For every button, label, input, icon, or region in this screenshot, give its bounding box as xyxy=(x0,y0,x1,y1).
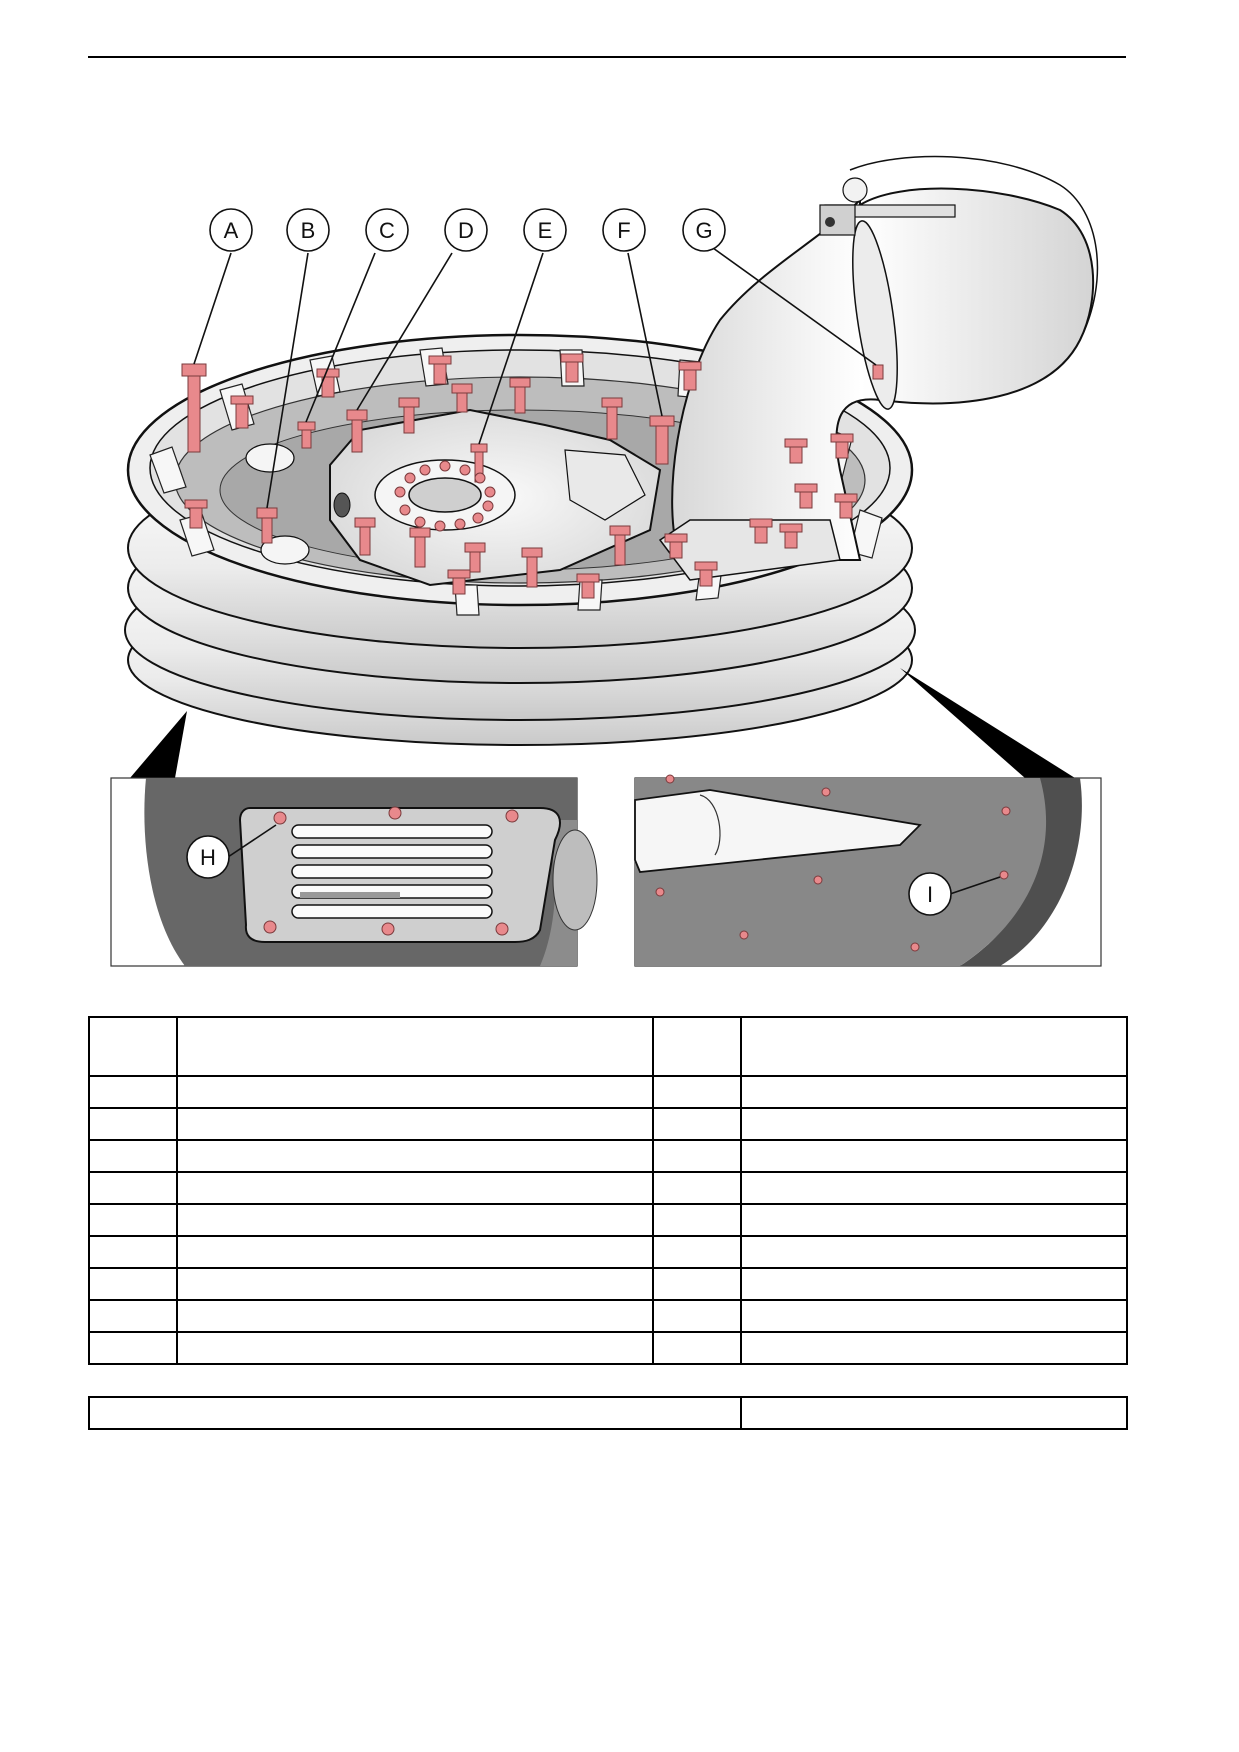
callouts: A B C D E F G xyxy=(209,208,726,252)
total-table xyxy=(88,1396,1128,1430)
table-cell xyxy=(88,1107,178,1141)
callout-c: C xyxy=(365,208,409,252)
table-cell xyxy=(740,1171,1128,1205)
table-cell xyxy=(176,1107,654,1141)
inset-left: H xyxy=(110,777,598,967)
table-cell xyxy=(176,1171,654,1205)
table-cell xyxy=(176,1267,654,1301)
table-cell xyxy=(176,1139,654,1173)
table-cell xyxy=(652,1235,742,1269)
table-cell xyxy=(88,1267,178,1301)
callout-d: D xyxy=(444,208,488,252)
table-cell xyxy=(652,1107,742,1141)
callout-h: H xyxy=(200,845,216,870)
svg-text:A: A xyxy=(224,218,239,243)
total-row xyxy=(88,1396,1128,1430)
table-cell xyxy=(740,1203,1128,1237)
table-cell xyxy=(88,1299,178,1333)
bolt-set xyxy=(181,353,884,599)
header-rule xyxy=(88,56,1126,58)
table-cell xyxy=(652,1267,742,1301)
svg-text:D: D xyxy=(458,218,474,243)
table-cell xyxy=(740,1267,1128,1301)
callout-i: I xyxy=(927,882,933,907)
table-cell xyxy=(88,1331,178,1365)
table-cell xyxy=(88,1203,178,1237)
table-row xyxy=(88,1107,1128,1141)
svg-text:E: E xyxy=(538,218,553,243)
assembly-illustration: A B C D E F G xyxy=(110,155,1102,967)
table-row xyxy=(88,1331,1128,1365)
table-cell xyxy=(740,1235,1128,1269)
table-cell xyxy=(652,1075,742,1109)
svg-text:C: C xyxy=(379,218,395,243)
callout-e: E xyxy=(523,208,567,252)
callout-f: F xyxy=(602,208,646,252)
total-value-cell xyxy=(740,1396,1128,1430)
table-cell xyxy=(176,1299,654,1333)
table-row xyxy=(88,1139,1128,1173)
table-cell xyxy=(652,1299,742,1333)
table-row xyxy=(88,1235,1128,1269)
table-header-cell xyxy=(88,1016,178,1077)
table-cell xyxy=(88,1139,178,1173)
inset-right: I xyxy=(634,774,1102,967)
table-header-cell xyxy=(176,1016,654,1077)
bolt-a xyxy=(187,371,201,453)
table-header-cell xyxy=(652,1016,742,1077)
table-cell xyxy=(176,1235,654,1269)
table-row xyxy=(88,1075,1128,1109)
total-label-cell xyxy=(88,1396,742,1430)
table-cell xyxy=(176,1331,654,1365)
table-cell xyxy=(652,1171,742,1205)
table-cell xyxy=(88,1235,178,1269)
svg-text:G: G xyxy=(695,218,712,243)
table-cell xyxy=(652,1203,742,1237)
table-cell xyxy=(740,1331,1128,1365)
table-row xyxy=(88,1171,1128,1205)
table-row xyxy=(88,1203,1128,1237)
table-cell xyxy=(740,1299,1128,1333)
svg-text:F: F xyxy=(617,218,630,243)
table-cell xyxy=(740,1075,1128,1109)
table-cell xyxy=(176,1203,654,1237)
table-row xyxy=(88,1267,1128,1301)
table-cell xyxy=(740,1139,1128,1173)
callout-b: B xyxy=(286,208,330,252)
table-header-row xyxy=(88,1016,1128,1077)
table-cell xyxy=(176,1075,654,1109)
zoom-pointers xyxy=(130,668,1075,778)
table-cell xyxy=(740,1107,1128,1141)
leader-lines xyxy=(193,247,877,509)
callout-a: A xyxy=(209,208,253,252)
table-cell xyxy=(652,1139,742,1173)
callout-g: G xyxy=(682,208,726,252)
table-cell xyxy=(88,1075,178,1109)
torque-table xyxy=(88,1016,1128,1365)
center-plate xyxy=(245,408,662,587)
svg-text:B: B xyxy=(301,218,316,243)
table-header-cell xyxy=(740,1016,1128,1077)
table-row xyxy=(88,1299,1128,1333)
table-cell xyxy=(88,1171,178,1205)
table-cell xyxy=(652,1331,742,1365)
